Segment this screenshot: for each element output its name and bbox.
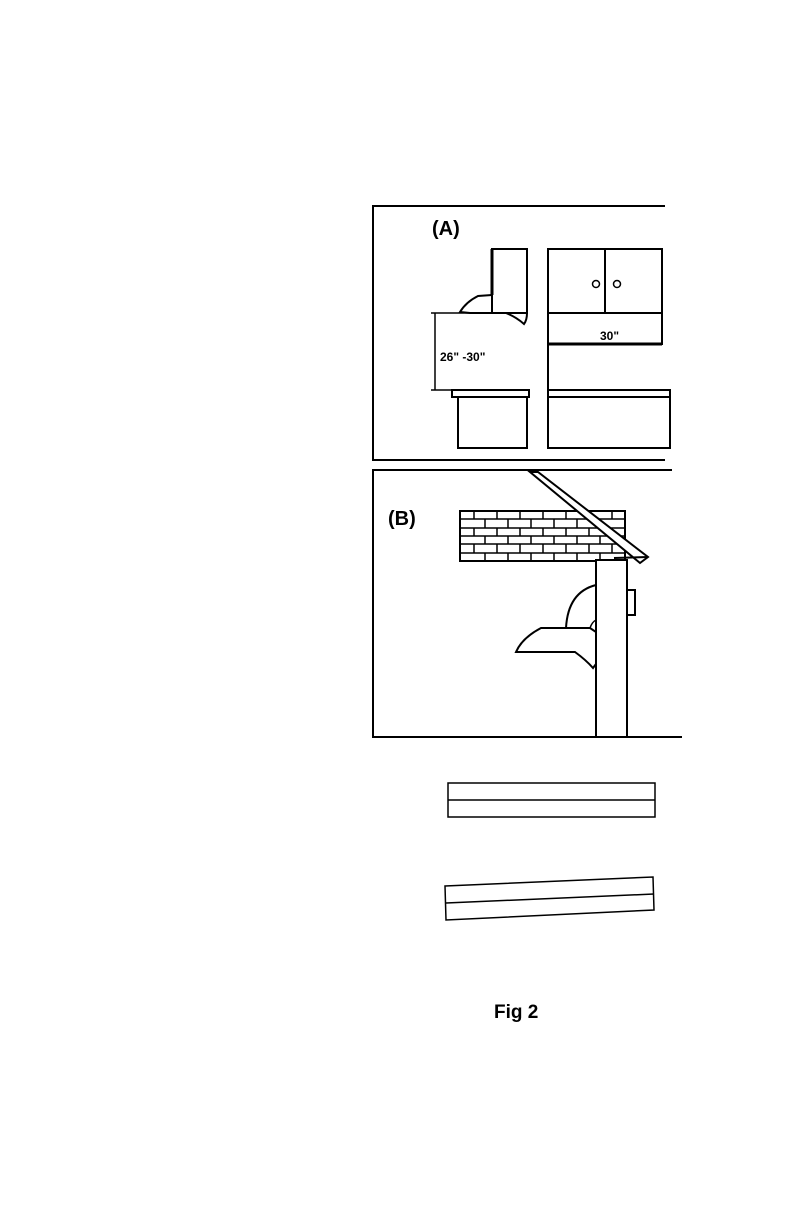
panel-a-frame: [373, 206, 665, 460]
exterior-wall: [596, 560, 635, 737]
brick-wall: [460, 511, 625, 561]
cabinet-knob-right: [614, 281, 621, 288]
panel-b: (B): [373, 470, 682, 737]
range-hood-side-view: [460, 249, 527, 324]
hood-height-dimension: 26" -30": [431, 313, 485, 390]
panel-a: (A) 26" -30" 30": [373, 206, 670, 460]
cabinet-knob-left: [593, 281, 600, 288]
duct-elbow: [566, 585, 596, 628]
range-hood-wall-mount: [516, 620, 596, 668]
figure-caption: Fig 2: [494, 1002, 538, 1023]
duct-part-tilted: [445, 877, 654, 920]
base-cabinet-right: [548, 390, 670, 448]
upper-cabinet: [548, 249, 662, 313]
wall-cap: [627, 590, 635, 615]
base-cabinet-left: [452, 390, 529, 448]
duct-part-straight: [448, 783, 655, 817]
hood-height-dimension-label: 26" -30": [440, 350, 485, 364]
under-cabinet-hood: 30": [548, 313, 662, 344]
panel-a-label: (A): [432, 218, 460, 240]
panel-b-label: (B): [388, 508, 416, 530]
cabinet-width-dimension-label: 30": [600, 329, 619, 343]
